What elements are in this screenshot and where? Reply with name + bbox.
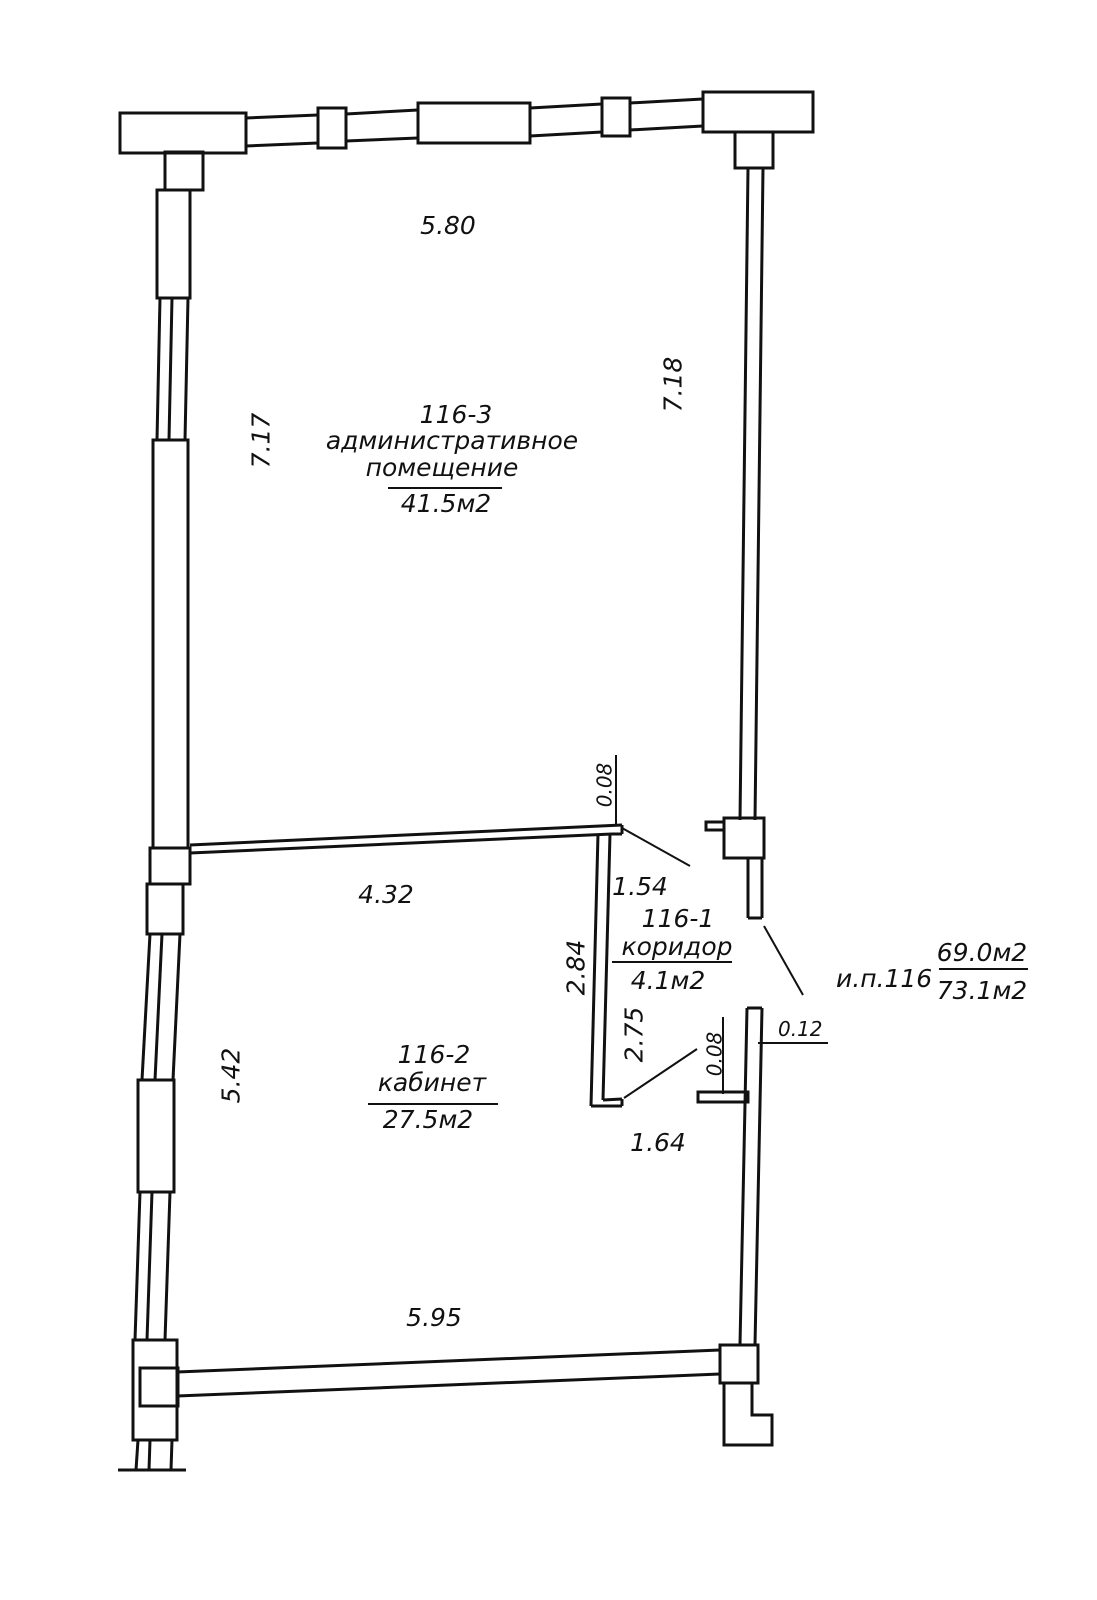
summary-total-area: 73.1м2 — [936, 976, 1028, 1005]
dim-left-room3: 7.17 — [246, 412, 276, 469]
room3-name-line2: помещение — [365, 453, 519, 482]
room2-name: кабинет — [377, 1068, 487, 1097]
room3-area: 41.5м2 — [400, 489, 492, 518]
dim-wall-top: 0.08 — [592, 762, 617, 808]
dim-right-room3: 7.18 — [658, 356, 688, 413]
room1-id: 116-1 — [641, 904, 715, 933]
room3-name-line1: административное — [325, 426, 579, 455]
column — [163, 150, 205, 192]
dim-corridor-outer: 2.84 — [561, 939, 591, 996]
left-wall-pier — [155, 188, 192, 300]
column — [718, 1343, 760, 1385]
left-wall-pier — [136, 1078, 176, 1194]
dim-wall-mid: 0.08 — [702, 1031, 727, 1077]
dim-top-width: 5.80 — [420, 211, 476, 240]
room2-underline — [368, 1103, 498, 1105]
room3-id: 116-3 — [419, 400, 493, 429]
room1-name: коридор — [621, 932, 733, 961]
left-wall-pier — [151, 438, 190, 850]
dimension-lines — [612, 755, 1028, 1099]
dim-door-gap: 1.64 — [630, 1128, 686, 1157]
dim-corridor-diag: 1.54 — [612, 872, 668, 901]
dim-corridor-inner: 2.75 — [619, 1006, 649, 1063]
column — [722, 816, 766, 860]
dim-room2-width: 4.32 — [358, 880, 414, 909]
dim-bottom-width: 5.95 — [406, 1303, 462, 1332]
dim-left-room2: 5.42 — [216, 1047, 246, 1104]
room3-underline — [388, 487, 502, 489]
room2-area: 27.5м2 — [382, 1105, 474, 1134]
column — [148, 846, 192, 886]
top-wall — [118, 90, 815, 155]
summary-living-area: 69.0м2 — [936, 938, 1028, 967]
room1-area: 4.1м2 — [630, 966, 706, 995]
left-wall-pier — [145, 882, 185, 936]
summary-label: и.п.116 — [836, 964, 933, 993]
column — [733, 130, 775, 170]
room2-id: 116-2 — [397, 1040, 471, 1069]
dim-wall-right: 0.12 — [778, 1017, 823, 1041]
